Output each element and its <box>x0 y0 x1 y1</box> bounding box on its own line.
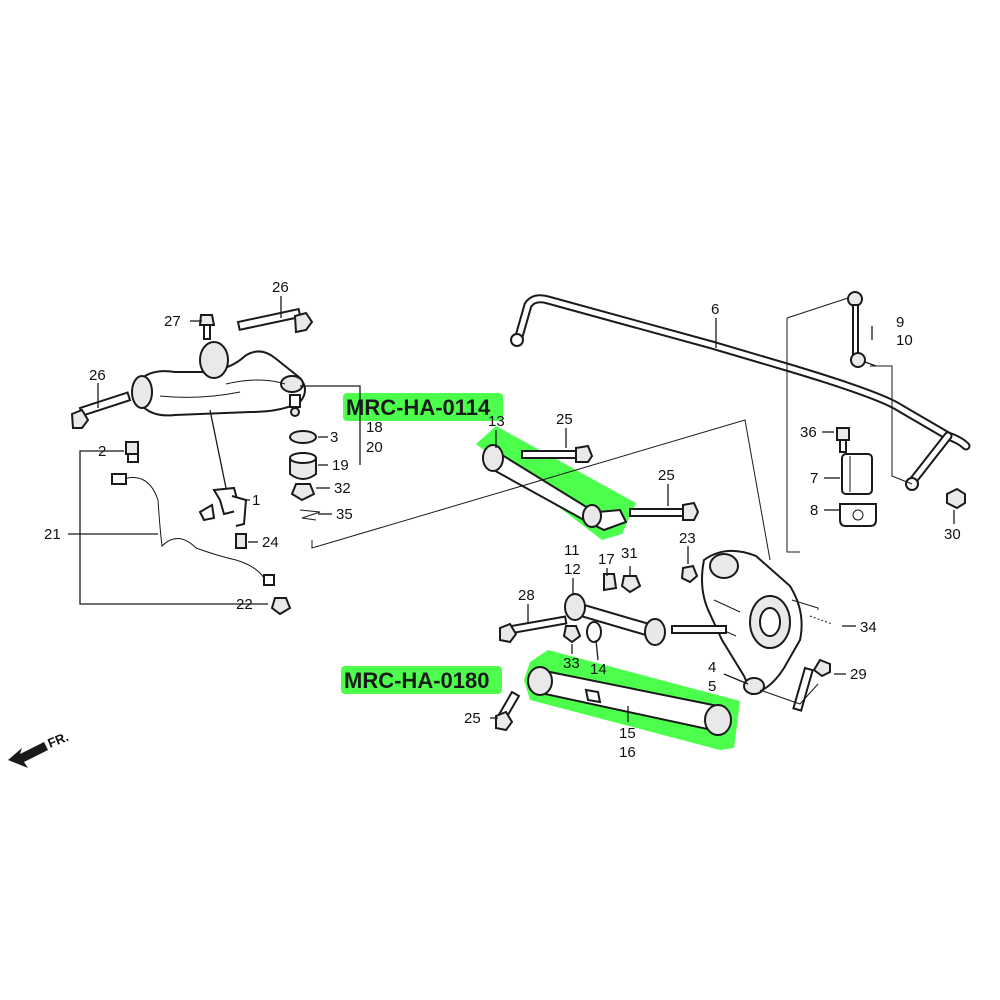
callout-3: 3 <box>330 429 338 446</box>
callout-25-upper: 25 <box>556 411 573 428</box>
callout-17: 17 <box>598 551 615 568</box>
bushing-bracket <box>836 427 966 527</box>
callout-numbers: 26 27 26 3 18 20 19 32 35 1 2 21 24 22 1… <box>44 279 961 761</box>
callout-11: 11 <box>564 542 580 559</box>
upper-arm-bolts <box>70 307 314 429</box>
callout-4: 4 <box>708 659 716 676</box>
callout-18: 18 <box>366 419 383 436</box>
front-label: FR. <box>46 729 71 751</box>
callout-24: 24 <box>262 534 279 551</box>
rear-knuckle <box>680 549 831 712</box>
leader-lines <box>68 296 955 722</box>
callout-19: 19 <box>332 457 349 474</box>
callout-25-right: 25 <box>658 467 675 484</box>
callout-22: 22 <box>236 596 253 613</box>
assembly-guide-lines <box>311 297 913 705</box>
ball-joint-parts <box>289 430 321 521</box>
callout-35: 35 <box>336 506 353 523</box>
front-direction-arrow: FR. <box>8 729 71 768</box>
callout-12: 12 <box>564 561 581 578</box>
callout-16: 16 <box>619 744 636 761</box>
callout-1: 1 <box>252 492 260 509</box>
callout-34: 34 <box>860 619 877 636</box>
callout-14: 14 <box>590 661 607 678</box>
callout-15: 15 <box>619 725 636 742</box>
front-upper-arm <box>131 341 306 417</box>
stabilizer-link <box>847 291 877 368</box>
callout-5: 5 <box>708 678 716 695</box>
callout-28: 28 <box>518 587 535 604</box>
lower-arm-part-code: MRC-HA-0180 <box>344 668 489 693</box>
callout-27: 27 <box>164 313 181 330</box>
callout-7: 7 <box>810 470 818 487</box>
callout-20: 20 <box>366 439 383 456</box>
callout-25-lower: 25 <box>464 710 481 727</box>
callout-6: 6 <box>711 301 719 318</box>
callout-29: 29 <box>850 666 867 683</box>
callout-30: 30 <box>944 526 961 543</box>
callout-36: 36 <box>800 424 817 441</box>
callout-26-left: 26 <box>89 367 106 384</box>
rear-upper-arm <box>482 444 700 532</box>
rear-middle-arm <box>499 573 727 646</box>
lower-arm-label-bg <box>341 666 502 694</box>
callout-10: 10 <box>896 332 913 349</box>
callout-21: 21 <box>44 526 61 543</box>
abs-sensor-harness <box>111 441 292 616</box>
front-arrow-icon <box>8 742 48 768</box>
callout-13: 13 <box>488 413 505 430</box>
callout-33: 33 <box>563 655 580 672</box>
callout-9: 9 <box>896 314 904 331</box>
callout-32: 32 <box>334 480 351 497</box>
upper-arm-label-bg <box>343 393 503 421</box>
callout-31: 31 <box>621 545 638 562</box>
callout-8: 8 <box>810 502 818 519</box>
callout-26-top: 26 <box>272 279 289 296</box>
callout-2: 2 <box>98 443 106 460</box>
rear-lower-arm <box>494 666 732 736</box>
callout-23: 23 <box>679 530 696 547</box>
stabilizer-bar <box>510 294 971 491</box>
upper-arm-part-code: MRC-HA-0114 <box>346 395 491 420</box>
